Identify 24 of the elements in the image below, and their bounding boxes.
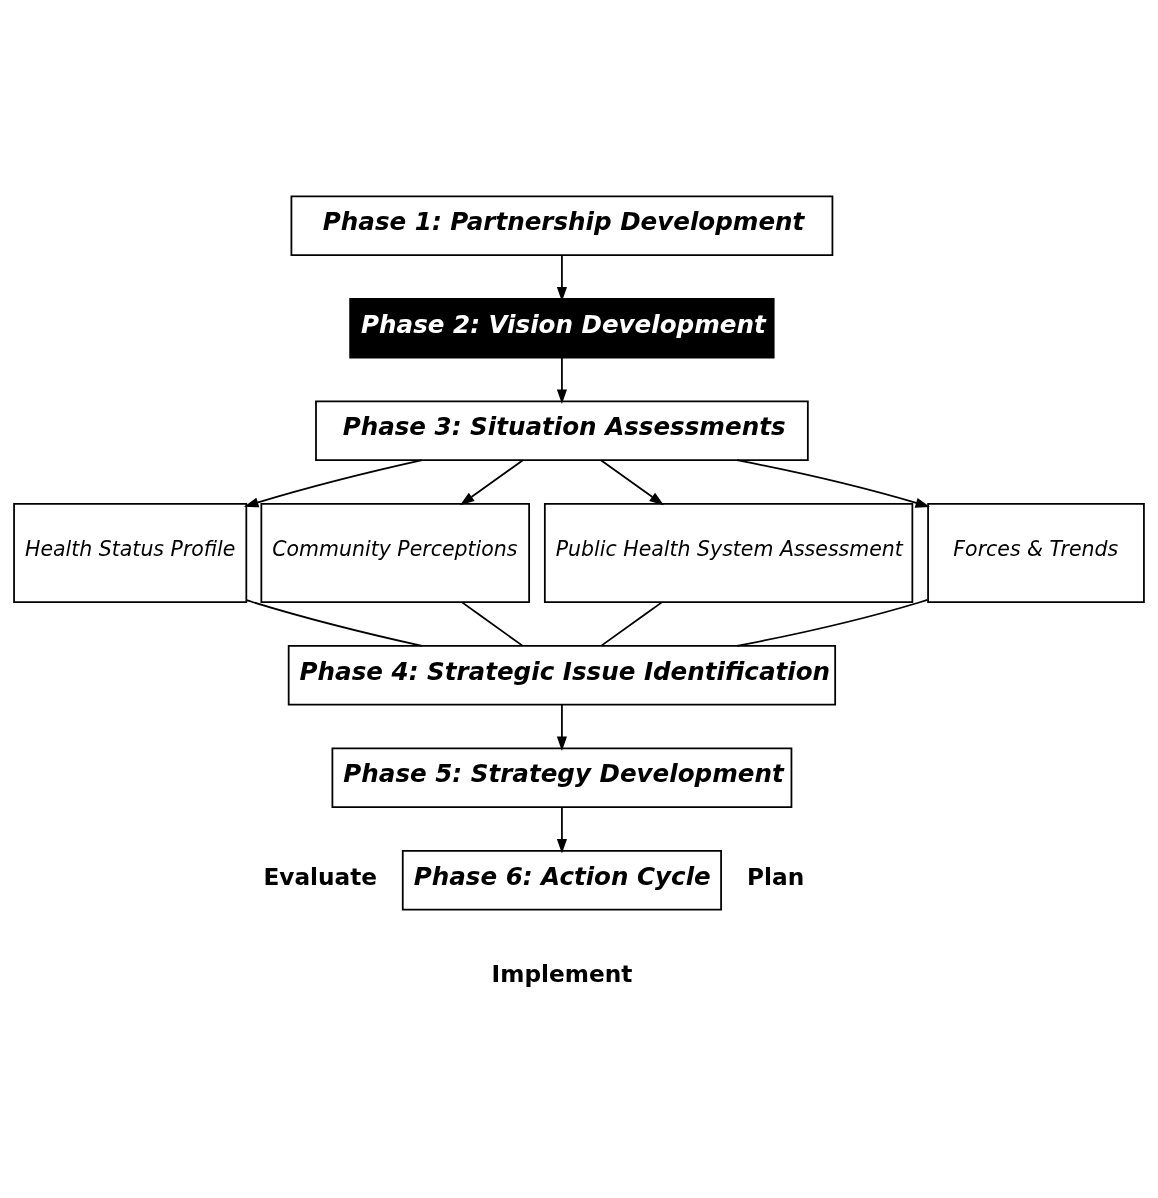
label: Implement xyxy=(491,959,633,987)
arrow xyxy=(243,458,423,507)
connector xyxy=(600,600,663,647)
arrow xyxy=(556,356,567,404)
node-box: Health Status Profile xyxy=(13,502,248,603)
arrow xyxy=(736,458,931,508)
label: Plan xyxy=(747,861,805,889)
node-box: Phase 6: Action Cycle xyxy=(401,849,722,910)
node-box: Forces & Trends xyxy=(927,502,1145,603)
node-box: Phase 1: Partnership Development xyxy=(290,195,834,256)
arrow xyxy=(556,806,567,854)
connector xyxy=(736,598,929,647)
node-box: Phase 3: Situation Assessments xyxy=(315,400,809,461)
node-box: Phase 4: Strategic Issue Identification xyxy=(287,644,837,706)
arrow xyxy=(556,703,567,751)
node-box: Phase 5: Strategy Development xyxy=(331,747,793,808)
arrow xyxy=(459,458,524,505)
node-box: Public Health System Assessment xyxy=(543,502,914,603)
arrow xyxy=(600,458,664,505)
connector xyxy=(461,600,524,647)
label: Evaluate xyxy=(263,861,378,889)
node-box: Community Perceptions xyxy=(260,502,530,603)
connector xyxy=(245,598,423,647)
node-box: Phase 2: Vision Development xyxy=(349,297,775,359)
